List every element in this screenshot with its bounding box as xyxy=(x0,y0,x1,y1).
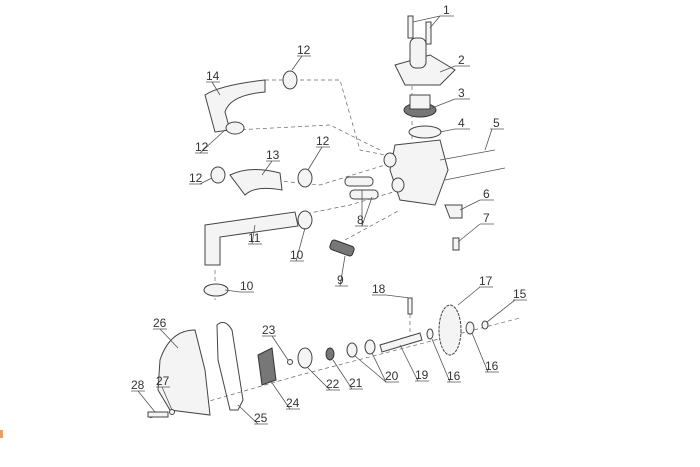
callout-3: 3 xyxy=(458,86,465,100)
callout-28: 28 xyxy=(131,378,145,392)
pump-cover-26 xyxy=(157,329,211,416)
callout-19: 19 xyxy=(415,368,429,382)
callout-16: 16 xyxy=(485,359,499,373)
impeller-24 xyxy=(257,347,277,386)
callout-12: 12 xyxy=(189,171,203,185)
callout-5: 5 xyxy=(493,116,500,130)
callout-20: 20 xyxy=(385,369,399,383)
gasket-4 xyxy=(408,125,442,139)
callout-6: 6 xyxy=(483,187,490,201)
washer-23 xyxy=(287,359,293,365)
callout-18: 18 xyxy=(372,282,386,296)
gasket-25 xyxy=(216,321,244,411)
callout-10: 10 xyxy=(240,279,254,293)
callout-labels: 1 2 3 4 5 6 7 8 9 10 10 11 12 12 12 12 1… xyxy=(131,3,527,425)
callout-12: 12 xyxy=(316,134,330,148)
callout-12: 12 xyxy=(195,140,209,154)
callout-26: 26 xyxy=(153,316,167,330)
edge-marker xyxy=(0,430,3,438)
bolts-5 xyxy=(439,149,506,181)
thermostat-3 xyxy=(403,94,437,118)
washer-27 xyxy=(169,409,175,415)
pipes-8 xyxy=(344,176,379,200)
callout-8: 8 xyxy=(357,213,364,227)
pin-18 xyxy=(407,297,413,315)
callout-14: 14 xyxy=(206,69,220,83)
gear-17 xyxy=(438,304,462,356)
bolt-7 xyxy=(452,237,460,251)
callout-25: 25 xyxy=(254,411,268,425)
callout-22: 22 xyxy=(326,377,340,391)
callout-7: 7 xyxy=(483,211,490,225)
callout-2: 2 xyxy=(458,53,465,67)
callout-16: 16 xyxy=(447,369,461,383)
callout-24: 24 xyxy=(286,396,300,410)
seal-22 xyxy=(297,347,313,369)
callout-10: 10 xyxy=(290,248,304,262)
callout-1: 1 xyxy=(443,3,450,17)
thermostat-cover-2 xyxy=(394,37,456,86)
thermostat-housing xyxy=(383,139,449,206)
bearings-20 xyxy=(346,339,376,358)
callout-27: 27 xyxy=(156,374,170,388)
callout-9: 9 xyxy=(337,273,344,287)
leader-lines xyxy=(131,15,527,425)
callout-11: 11 xyxy=(248,231,261,245)
callout-13: 13 xyxy=(266,148,280,162)
hose-clamps-12 xyxy=(210,70,313,188)
circlip-15 xyxy=(481,320,489,330)
bracket-6 xyxy=(444,204,463,219)
bolt-28 xyxy=(147,411,169,418)
hose-11 xyxy=(204,211,299,266)
hose-14 xyxy=(204,79,266,133)
seal-21 xyxy=(325,347,335,361)
sensor-9 xyxy=(329,239,355,257)
callout-17: 17 xyxy=(479,274,493,288)
callout-21: 21 xyxy=(349,376,363,390)
callout-4: 4 xyxy=(458,116,465,130)
pump-shaft-19 xyxy=(379,332,423,353)
callout-15: 15 xyxy=(513,287,527,301)
washers-16 xyxy=(426,321,475,340)
hose-13 xyxy=(229,169,283,196)
callout-12: 12 xyxy=(297,43,311,57)
callout-23: 23 xyxy=(262,323,276,337)
bolts-1 xyxy=(407,15,432,45)
